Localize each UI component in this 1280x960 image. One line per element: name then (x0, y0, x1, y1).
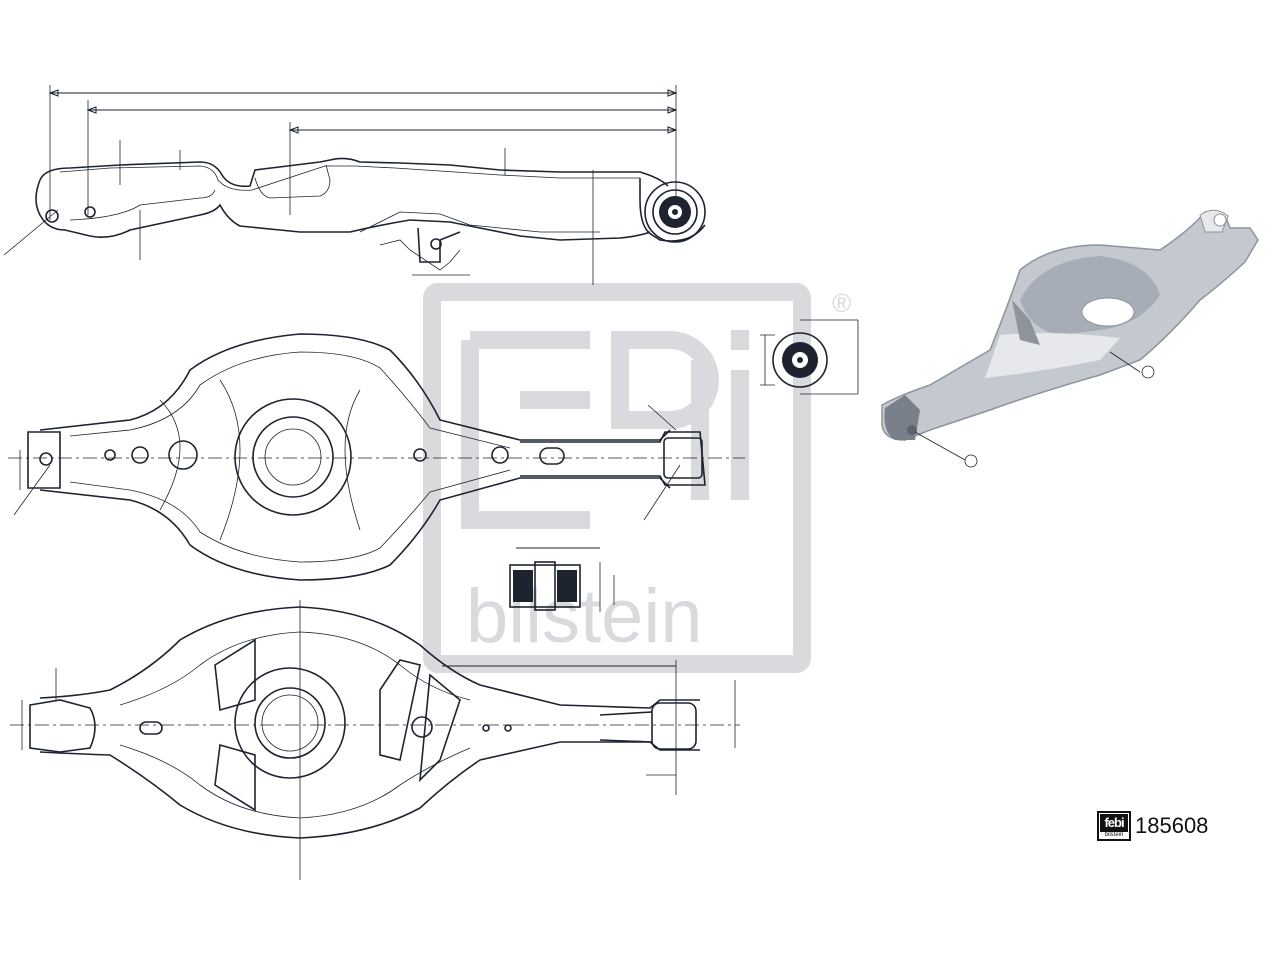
registered-mark: ® (832, 288, 851, 318)
watermark-brand-text: bilstein (466, 574, 703, 659)
top-view-drawing (8, 333, 745, 581)
part-number: 185608 (1135, 813, 1209, 838)
bushing-detail-drawing (760, 319, 859, 395)
section-detail-drawing (509, 547, 615, 612)
bottom-view-drawing (10, 600, 740, 880)
side-view-drawing (3, 85, 706, 285)
febi-logo-text: febi (1100, 814, 1128, 832)
control-arm-render (881, 209, 1259, 468)
watermark-logo: bilstein ® (423, 283, 851, 673)
febi-logo: febi bilstein (1097, 811, 1131, 841)
febi-logo-subtext: bilstein (1104, 832, 1124, 838)
part-number-badge: febi bilstein 185608 (1097, 811, 1208, 841)
